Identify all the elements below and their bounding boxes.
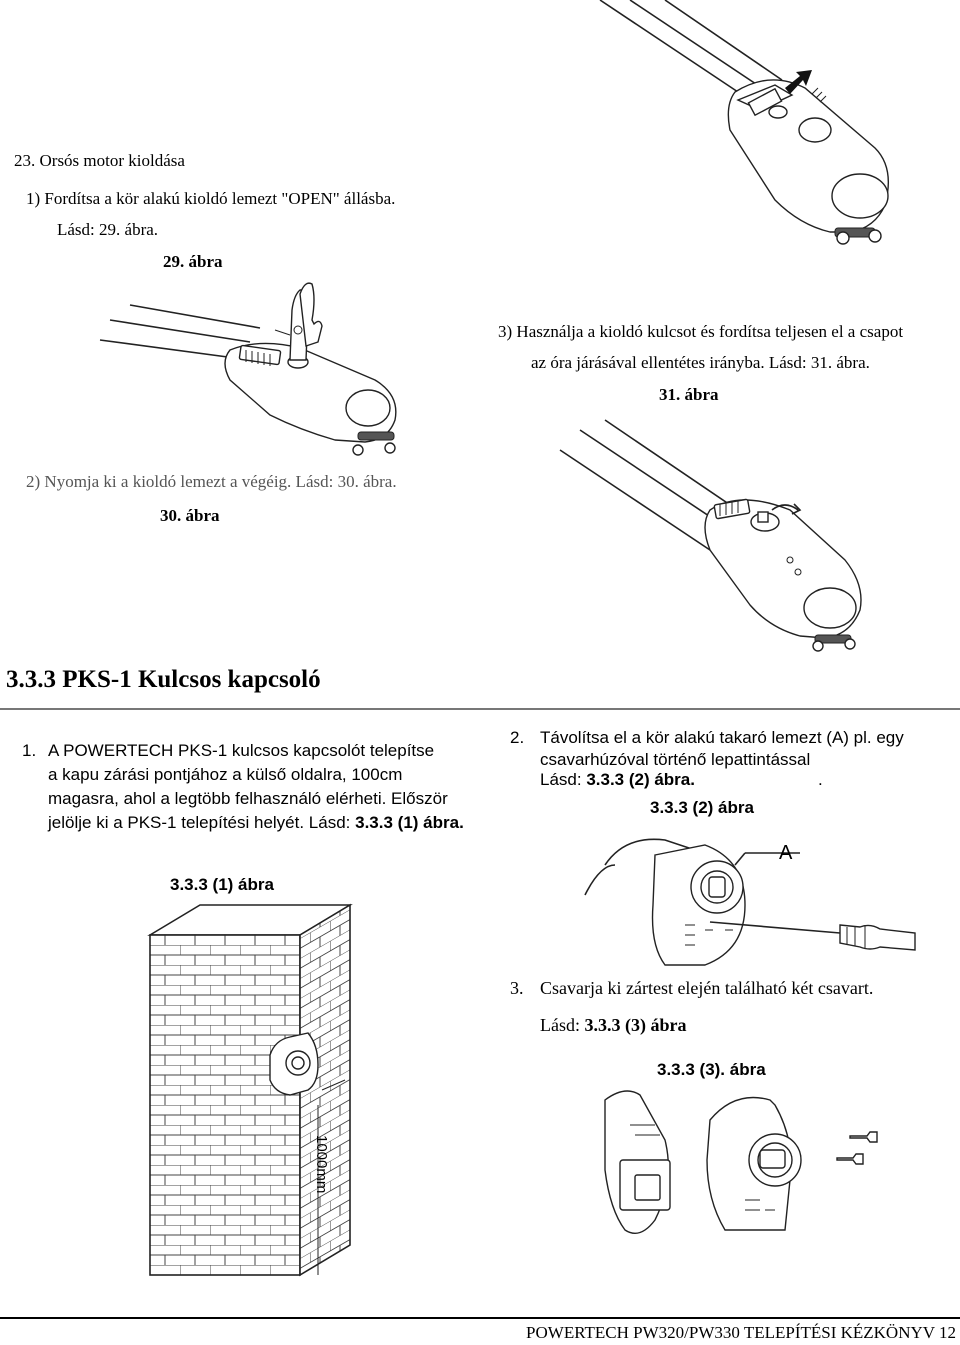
- pks1-step3-line1: Csavarja ki zártest elején található két…: [540, 978, 874, 998]
- fig1-caption: 3.3.3 (1) ábra: [170, 875, 274, 894]
- pks1-step1-number: 1.: [22, 741, 37, 760]
- step23-item2: 2) Nyomja ki a kioldó lemezt a végéig. L…: [26, 472, 397, 491]
- pks1-step2-line3: Lásd: 3.3.3 (2) ábra.: [540, 770, 695, 789]
- pks1-step2-line1: Távolítsa el a kör alakú takaró lemezt (…: [540, 728, 904, 747]
- section-title: 3.3.3 PKS-1 Kulcsos kapcsoló: [6, 666, 321, 693]
- pks1-step3-line2: Lásd: 3.3.3 (3) ábra: [540, 1015, 687, 1035]
- step23-item3-line2: az óra járásával ellentétes irányba. Lás…: [531, 353, 870, 372]
- fig2-label-a: A: [779, 842, 793, 864]
- pks1-step1-line3: magasra, ahol a legtöbb felhasználó elér…: [48, 789, 448, 808]
- fig30-caption: 30. ábra: [160, 506, 220, 525]
- fig31-illustration: [559, 419, 862, 652]
- footer-text: POWERTECH PW320/PW330 TELEPÍTÉSI KÉZKÖNY…: [526, 1323, 956, 1342]
- fig2-illustration: [584, 838, 916, 966]
- pks1-step2-dot: .: [818, 770, 823, 789]
- pks1-step2-number: 2.: [510, 728, 525, 747]
- fig31-caption: 31. ábra: [659, 385, 719, 404]
- fig2-caption: 3.3.3 (2) ábra: [650, 798, 754, 817]
- fig-top-actuator-illustration: [599, 0, 889, 245]
- fig1-wall-illustration: [147, 903, 353, 1277]
- pks1-step1-line1: A POWERTECH PKS-1 kulcsos kapcsolót tele…: [48, 741, 435, 760]
- fig1-dimension-label: 1000mm: [313, 1135, 330, 1194]
- pks1-step2-line2: csavarhúzóval történő lepattintással: [540, 750, 811, 769]
- fig29-illustration: [99, 282, 397, 456]
- fig29-caption: 29. ábra: [163, 252, 223, 271]
- step23-item1: 1) Fordítsa a kör alakú kioldó lemezt "O…: [26, 189, 396, 208]
- fig3-illustration: [604, 1090, 878, 1234]
- pks1-step1-line2: a kapu zárási pontjához a külső oldalra,…: [48, 765, 403, 784]
- pks1-step3-number: 3.: [510, 978, 524, 998]
- pks1-step1-line4: jelölje ki a PKS-1 telepítési helyét. Lá…: [48, 813, 464, 832]
- fig3-caption: 3.3.3 (3). ábra: [657, 1060, 766, 1079]
- footer-divider: [0, 1317, 960, 1319]
- section-header-bar: [0, 664, 960, 710]
- step23-heading: 23. Orsós motor kioldása: [14, 151, 185, 170]
- step23-item1-ref: Lásd: 29. ábra.: [57, 220, 159, 239]
- step23-item3-line1: 3) Használja a kioldó kulcsot és fordíts…: [498, 322, 904, 341]
